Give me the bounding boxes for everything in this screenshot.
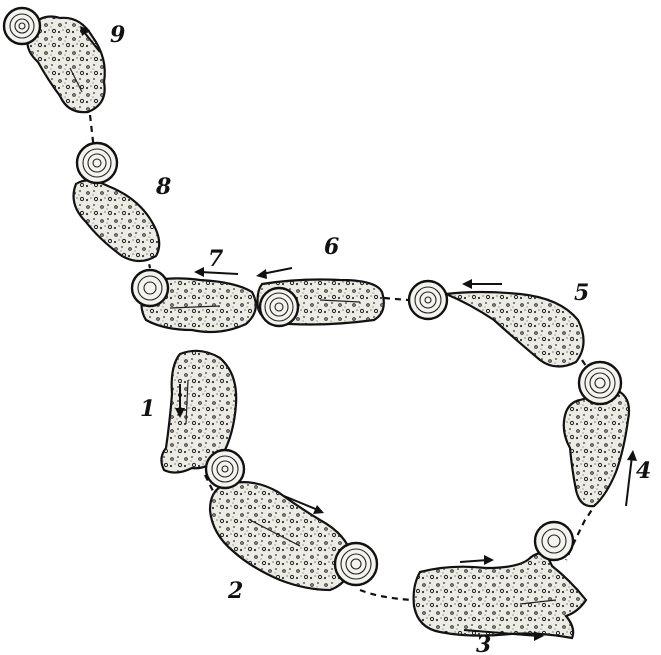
path-2-3 [360, 590, 412, 600]
stage-9-amoeba [4, 8, 105, 112]
arrow-3-upper [460, 555, 494, 565]
stage-3-sphere [535, 522, 573, 560]
path-6-5 [384, 298, 408, 300]
stage-6-amoeba [258, 280, 384, 327]
stage-7-amoeba [132, 270, 256, 332]
stage-1-amoeba [161, 351, 244, 488]
stage-label-8: 8 [155, 174, 171, 200]
stage-label-3: 3 [476, 632, 491, 655]
stage-5-amoeba [409, 281, 584, 367]
stage-8-amoeba [74, 143, 160, 261]
stage-2-amoeba [210, 482, 377, 590]
stage-label-6: 6 [324, 234, 339, 260]
stage-label-1: 1 [140, 396, 155, 422]
stage-3-amoeba [414, 522, 586, 638]
stage-label-4: 4 [636, 458, 651, 484]
stage-label-7: 7 [208, 246, 224, 272]
stage-label-2: 2 [227, 578, 243, 604]
arrow-6 [256, 268, 292, 279]
arrow-5 [462, 279, 502, 289]
stage-label-9: 9 [110, 22, 125, 48]
stage-7-sphere [132, 270, 168, 306]
stage-9-sphere [4, 8, 40, 44]
stage-label-5: 5 [574, 280, 589, 306]
stage-4-amoeba [564, 362, 629, 506]
stage-6-sphere [260, 288, 298, 326]
